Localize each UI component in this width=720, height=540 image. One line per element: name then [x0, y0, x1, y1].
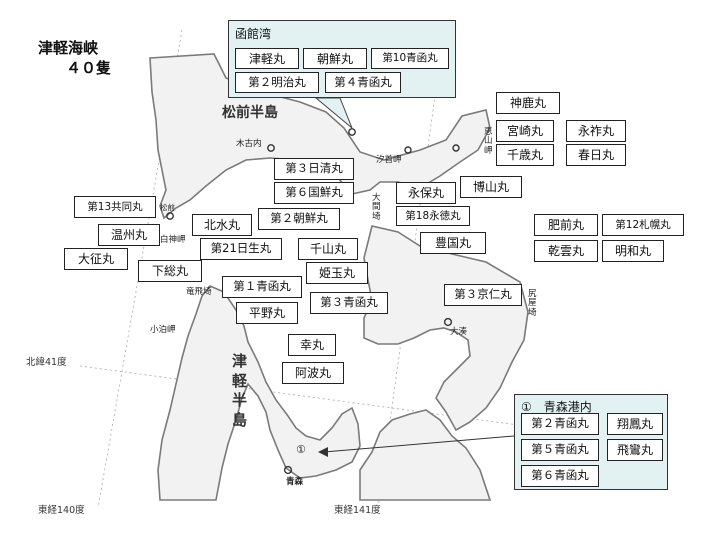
place-matsumae-peninsula: 松前半島 — [222, 105, 278, 121]
place-kodomari: 小泊岬 — [150, 325, 176, 335]
ship-label: 第３京仁丸 — [444, 284, 522, 306]
ship-label: 第６国鮮丸 — [274, 182, 354, 204]
ship-label: 温州丸 — [98, 224, 160, 246]
ship-label: 第４青函丸 — [325, 72, 401, 93]
aomori-marker: ① — [296, 443, 306, 456]
hakodate-panel: 函館湾 津軽丸 朝鮮丸 第10青函丸 第２明治丸 第４青函丸 — [228, 20, 456, 98]
ship-label: 肥前丸 — [534, 214, 598, 236]
grid-label-lon140: 東経140度 — [38, 505, 85, 516]
land-shimokita — [363, 225, 529, 432]
ship-label: 第１青函丸 — [222, 276, 302, 298]
title-line1: 津軽海峡 — [38, 39, 99, 57]
place-shirakami: 白神岬 — [160, 235, 186, 245]
ship-label: 下総丸 — [138, 260, 202, 282]
ship-label: 第２青函丸 — [521, 413, 599, 435]
ship-label: 春日丸 — [566, 144, 626, 166]
ship-label: 明和丸 — [602, 240, 664, 262]
port-markers — [166, 128, 460, 475]
ship-label: 第21日生丸 — [200, 238, 282, 260]
ship-label: 第13共同丸 — [74, 196, 156, 218]
ship-label: 北水丸 — [192, 214, 252, 236]
aomori-port — [283, 465, 293, 475]
ship-label: 朝鮮丸 — [303, 48, 367, 69]
title-line2: ４０隻 — [66, 59, 112, 78]
aomori-panel-title: ① 青森港内 — [521, 400, 592, 414]
ship-label: 飛鸞丸 — [607, 439, 663, 461]
ship-label: 翔鳳丸 — [607, 413, 663, 435]
ship-label: 宮崎丸 — [496, 120, 554, 142]
shiokubi-port — [404, 146, 412, 154]
ship-label: 博山丸 — [460, 176, 522, 198]
place-tappi: 竜飛埼 — [186, 287, 212, 297]
place-shiriya: 尻屋埼 — [528, 289, 537, 318]
ship-label: 千山丸 — [298, 238, 358, 260]
ship-label: 神鹿丸 — [496, 92, 560, 114]
ship-label: 阿波丸 — [282, 362, 344, 384]
grid-label-lon141: 東経141度 — [334, 505, 381, 516]
place-aomori: 青森 — [286, 477, 304, 487]
aomori-arrow — [318, 435, 515, 457]
hakodate-pointer — [314, 97, 353, 129]
ship-label: 第10青函丸 — [371, 48, 449, 69]
ship-label: 幸丸 — [288, 334, 336, 356]
ship-label: 第２朝鮮丸 — [258, 208, 340, 230]
ship-label: 第12札幌丸 — [602, 214, 684, 236]
hakodate-panel-title: 函館湾 — [235, 27, 272, 41]
place-shiokubi: 汐首岬 — [376, 155, 402, 165]
place-ominato: 大湊 — [450, 327, 468, 337]
place-kikonai: 木古内 — [236, 139, 262, 149]
ship-label: 第６青函丸 — [521, 465, 599, 487]
ship-label: 第３青函丸 — [310, 292, 388, 314]
ship-label: 永保丸 — [396, 182, 456, 204]
land-mainland-east — [359, 409, 492, 501]
place-esan: 恵山岬 — [484, 127, 493, 156]
ship-label: 第５青函丸 — [521, 439, 599, 461]
aomori-panel: ① 青森港内 第２青函丸 第５青函丸 第６青函丸 翔鳳丸 飛鸞丸 — [514, 394, 668, 490]
map-title: 津軽海峡 ４０隻 — [38, 38, 111, 79]
ship-label: 平野丸 — [236, 302, 298, 324]
ship-label: 豊国丸 — [420, 232, 486, 254]
ship-label: 姫玉丸 — [306, 262, 368, 284]
ominato-port — [443, 317, 453, 327]
ship-label: 乾雲丸 — [534, 240, 598, 262]
ship-label: 大征丸 — [64, 248, 128, 270]
place-oma: 大間埼 — [372, 193, 381, 222]
ship-label: 津軽丸 — [235, 48, 299, 69]
ship-label: 永祚丸 — [566, 120, 626, 142]
hakodate-port — [348, 128, 356, 136]
esan-port — [452, 144, 460, 152]
kikonai-port — [267, 144, 275, 152]
matsumae-port — [166, 212, 174, 220]
place-matsumae: 松前 — [160, 203, 175, 212]
ship-label: 第２明治丸 — [235, 72, 319, 93]
grid-label-lat41: 北緯41度 — [26, 357, 67, 368]
ship-label: 第18永徳丸 — [396, 206, 470, 226]
ship-label: 第３日清丸 — [274, 158, 354, 180]
land-tsugaru — [157, 285, 361, 501]
ship-label: 千歳丸 — [496, 144, 554, 166]
place-tsugaru-peninsula: 津軽半島 — [232, 352, 248, 429]
